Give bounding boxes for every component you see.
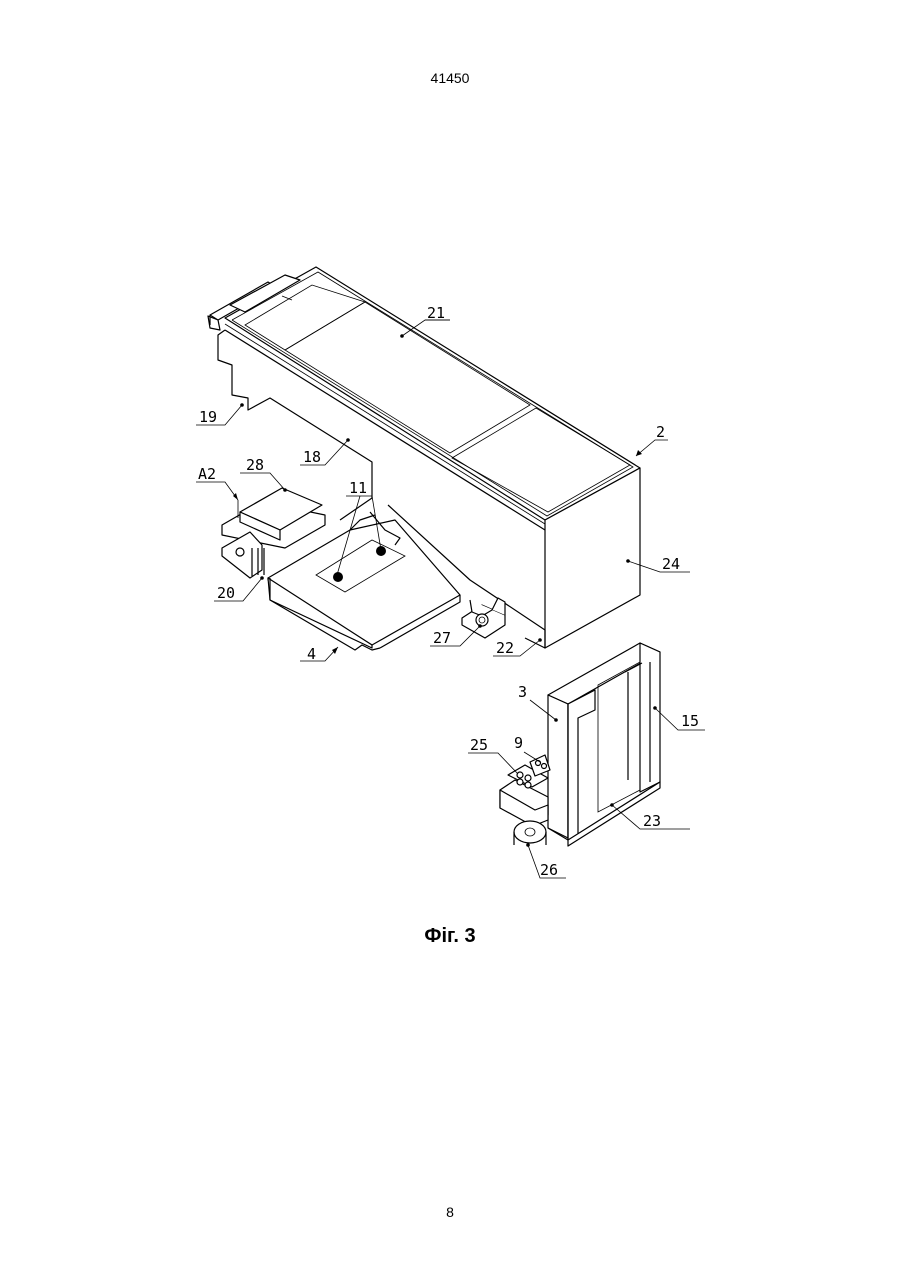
bracket-27 [462, 598, 505, 638]
label-24: 24 [662, 555, 680, 573]
label-26: 26 [540, 861, 558, 879]
frame-3 [500, 643, 660, 846]
label-11: 11 [349, 479, 367, 497]
label-9: 9 [514, 734, 523, 752]
label-21: 21 [427, 304, 445, 322]
figure-caption: Фіг. 3 [0, 925, 900, 948]
label-22: 22 [496, 639, 514, 657]
label-15: 15 [681, 712, 699, 730]
label-23: 23 [643, 812, 661, 830]
label-25: 25 [470, 736, 488, 754]
label-28: 28 [246, 456, 264, 474]
label-19: 19 [199, 408, 217, 426]
label-3: 3 [518, 683, 527, 701]
label-2: 2 [656, 423, 665, 441]
label-20: 20 [217, 584, 235, 602]
label-4: 4 [307, 645, 316, 663]
plate-4 [222, 488, 460, 650]
label-A2: A2 [198, 465, 216, 483]
label-18: 18 [303, 448, 321, 466]
page-number: 8 [0, 1204, 900, 1220]
label-27: 27 [433, 629, 451, 647]
